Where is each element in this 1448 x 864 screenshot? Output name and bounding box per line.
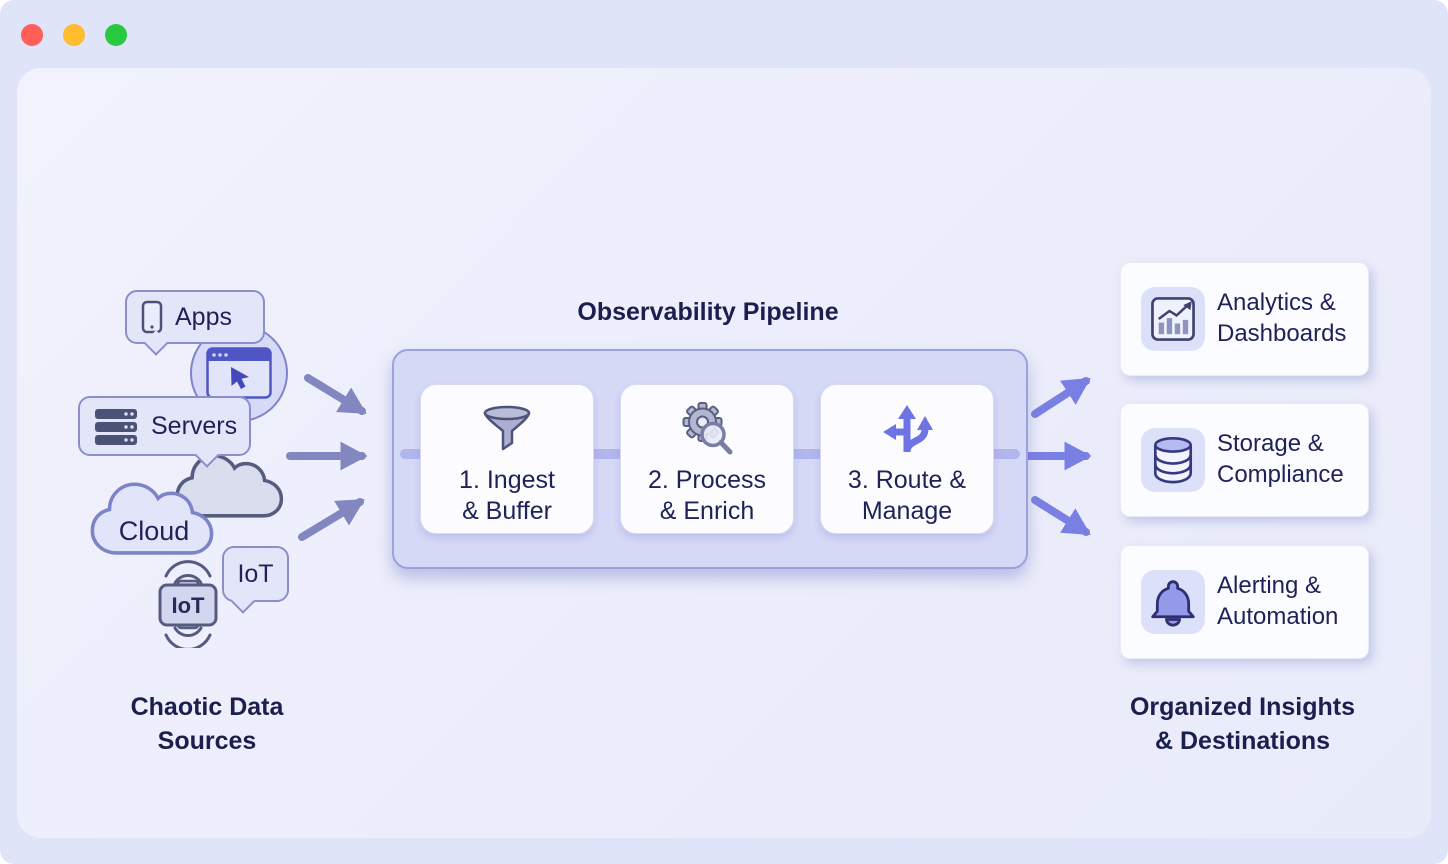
dest-analytics-line2: Dashboards <box>1217 320 1347 347</box>
bar-chart-icon <box>1151 297 1195 341</box>
dest-analytics-line1: Analytics & <box>1217 289 1336 316</box>
dest-storage-line1: Storage & <box>1217 430 1324 457</box>
dest-label: Analytics & Dashboards <box>1217 287 1346 349</box>
iot-bubble: IoT <box>222 546 289 614</box>
minimize-button[interactable] <box>63 24 85 46</box>
dest-card-storage: Storage & Compliance <box>1120 403 1369 517</box>
servers-label: Servers <box>151 411 238 440</box>
servers-bubble: Servers <box>78 396 251 468</box>
destinations-caption-line1: Organized Insights <box>1129 693 1356 721</box>
stage-icon-zone <box>879 393 935 465</box>
stage-2-line2: & Enrich <box>659 497 755 525</box>
stage-card-ingest: 1. Ingest & Buffer <box>420 384 594 534</box>
cloud-label: Cloud <box>118 516 190 546</box>
cloud-back-shape <box>172 438 290 527</box>
stage-icon-zone <box>678 393 736 465</box>
database-icon <box>1153 437 1193 484</box>
sources-caption-line1: Chaotic Data <box>130 693 284 721</box>
stage-3-line1: 3. Route & <box>847 466 967 494</box>
close-button[interactable] <box>21 24 43 46</box>
dest-label: Alerting & Automation <box>1217 570 1338 632</box>
route-branch-icon <box>883 405 933 453</box>
iot-device: IoT <box>146 552 230 651</box>
pipeline-container: 1. Ingest & Buffer <box>392 349 1028 569</box>
dest-icon-box <box>1141 428 1205 492</box>
funnel-icon <box>483 405 531 451</box>
stage-label: 3. Route & Manage <box>848 465 966 527</box>
gear-search-icon <box>682 402 733 455</box>
zoom-button[interactable] <box>105 24 127 46</box>
iot-device-icon: IoT <box>158 560 218 651</box>
stage-label: 2. Process & Enrich <box>648 465 766 527</box>
cloud-icon <box>175 453 284 518</box>
dest-card-alerting: Alerting & Automation <box>1120 545 1369 659</box>
cloud-source: Cloud <box>88 464 220 560</box>
stage-3-line2: Manage <box>861 497 953 525</box>
dest-alerting-line2: Automation <box>1217 603 1339 630</box>
stage-card-route: 3. Route & Manage <box>820 384 994 534</box>
smartphone-icon <box>141 300 163 334</box>
bell-icon <box>1151 580 1195 627</box>
pipeline-title: Observability Pipeline <box>577 298 839 326</box>
apps-label: Apps <box>175 302 232 331</box>
dest-icon-box <box>1141 570 1205 634</box>
iot-bubble-label: IoT <box>237 559 274 588</box>
sources-caption-line2: Sources <box>157 727 257 755</box>
stage-1-line1: 1. Ingest <box>459 466 555 494</box>
destinations-caption-line2: & Destinations <box>1154 727 1331 755</box>
server-stack-icon <box>95 409 137 445</box>
browser-window-icon <box>206 347 272 399</box>
dest-card-analytics: Analytics & Dashboards <box>1120 262 1369 376</box>
dest-alerting-line1: Alerting & <box>1217 572 1322 599</box>
stage-icon-zone <box>481 393 533 465</box>
destinations-caption: Organized Insights & Destinations <box>1105 690 1380 758</box>
iot-device-label: IoT <box>172 593 206 618</box>
dest-icon-box <box>1141 287 1205 351</box>
apps-bubble: Apps <box>125 290 265 356</box>
stage-label: 1. Ingest & Buffer <box>459 465 555 527</box>
sources-caption: Chaotic Data Sources <box>87 690 327 758</box>
dest-storage-line2: Compliance <box>1217 461 1344 488</box>
dest-label: Storage & Compliance <box>1217 428 1344 490</box>
stage-1-line2: & Buffer <box>462 497 552 525</box>
stage-2-line1: 2. Process <box>647 466 767 494</box>
stage-card-process: 2. Process & Enrich <box>620 384 794 534</box>
cloud-icon <box>90 482 214 555</box>
